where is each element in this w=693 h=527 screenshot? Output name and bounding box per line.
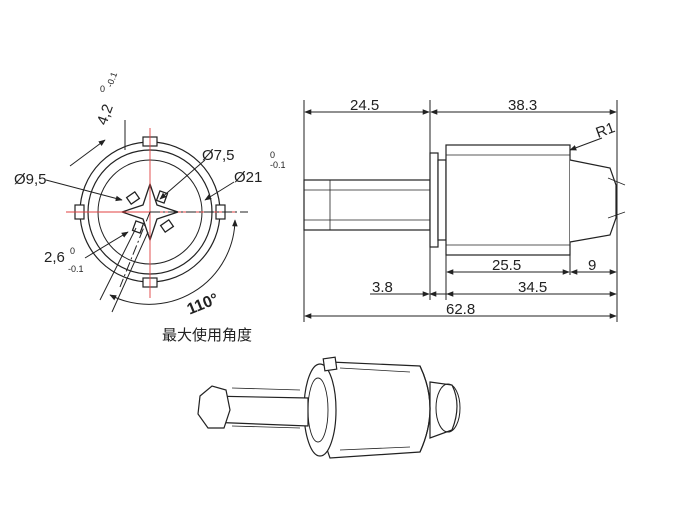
dia-mid-label: Ø9,5 bbox=[14, 171, 47, 188]
tol-outer-lower: -0.1 bbox=[270, 160, 286, 170]
front-labels: 4,2 0 -0.1 Ø9,5 Ø7,5 Ø21 0 -0.1 2,6 0 -0… bbox=[14, 71, 286, 344]
dia-outer-label: Ø21 bbox=[234, 169, 262, 186]
iso-shaft-end bbox=[197, 385, 231, 429]
iso-body bbox=[320, 361, 431, 459]
angle-label: 110° bbox=[185, 291, 221, 319]
cap-length-label: 9 bbox=[588, 257, 596, 274]
body bbox=[445, 144, 571, 256]
shaft-length-label: 24.5 bbox=[350, 97, 379, 114]
width-top-label: 4,2 bbox=[94, 102, 117, 127]
caption-max-angle: 最大使用角度 bbox=[162, 326, 252, 344]
tol-bottom-upper: 0 bbox=[70, 246, 75, 256]
flange bbox=[429, 152, 439, 248]
side-view bbox=[303, 144, 626, 256]
radius-label: R1 bbox=[594, 119, 618, 142]
width-bottom-label: 2,6 bbox=[44, 249, 65, 266]
body-length-label: 38.3 bbox=[508, 97, 537, 114]
body-inner-label: 25.5 bbox=[492, 257, 521, 274]
flange-label: 3.8 bbox=[372, 279, 393, 296]
side-labels: 24.5 38.3 R1 25.5 9 3.8 34.5 62.8 bbox=[350, 97, 617, 318]
tol-bottom-lower: -0.1 bbox=[68, 264, 84, 274]
cap bbox=[569, 159, 617, 243]
rear-length-label: 34.5 bbox=[518, 279, 547, 296]
iso-front-face bbox=[303, 363, 337, 457]
dia-inner-label: Ø7,5 bbox=[202, 147, 235, 164]
front-leaders bbox=[45, 120, 238, 313]
tol-top-upper: 0 bbox=[100, 84, 105, 94]
shaft bbox=[303, 179, 431, 231]
side-dims bbox=[303, 100, 618, 322]
isometric-view bbox=[197, 356, 461, 459]
total-length-label: 62.8 bbox=[446, 301, 475, 318]
tol-top-lower: -0.1 bbox=[104, 71, 119, 89]
tol-outer-upper: 0 bbox=[270, 150, 275, 160]
